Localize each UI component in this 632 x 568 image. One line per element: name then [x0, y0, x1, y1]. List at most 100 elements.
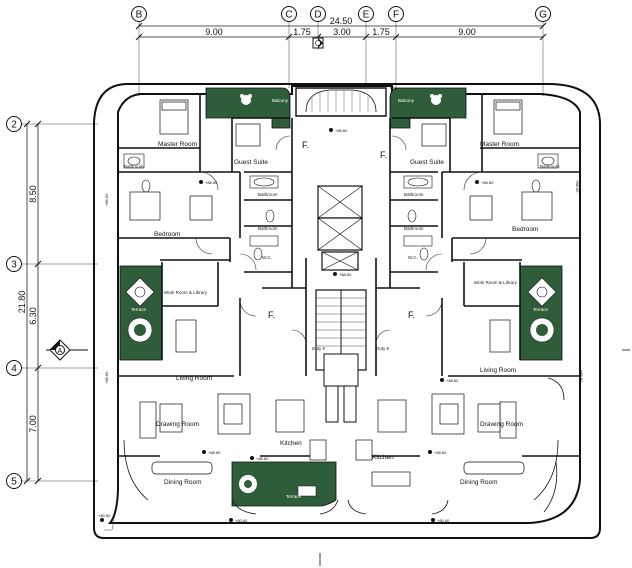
- dimension-3-4: 6.30: [28, 307, 38, 325]
- grid-bubble-d: D: [310, 6, 326, 22]
- living-room-right-label: Living Room: [480, 367, 516, 374]
- duty-left-label: Duty K: [312, 346, 326, 351]
- bathroom-1-label: Bathroom: [124, 164, 144, 169]
- svg-text:4: 4: [11, 364, 17, 375]
- guest-suite-left-label: Guest Suite: [234, 159, 268, 166]
- grid-axes-top: B C D E F G: [131, 6, 551, 96]
- svg-text:+88.60: +88.60: [575, 180, 580, 193]
- svg-text:+80.60: +80.60: [235, 518, 248, 523]
- duty-right-label: Duty K: [376, 346, 390, 351]
- living-room-left-label: Living Room: [176, 375, 212, 382]
- bedroom-right-label: Bedroom: [512, 226, 538, 233]
- grid-bubble-3: 3: [6, 256, 22, 272]
- grid-bubble-4: 4: [6, 360, 22, 376]
- grid-bubble-g: G: [535, 6, 551, 22]
- drawing-room-right-label: Drawing Room: [480, 421, 523, 428]
- svg-text:+80.60: +80.60: [98, 513, 111, 518]
- bathroom-5-label: Bathroom: [258, 226, 278, 231]
- grid-bubble-c: C: [281, 6, 297, 22]
- dining-room-right-label: Dining Room: [460, 479, 498, 486]
- svg-text:A: A: [58, 348, 63, 355]
- svg-text:+88.60: +88.60: [208, 450, 221, 455]
- top-stair: [295, 87, 387, 117]
- svg-text:3: 3: [11, 260, 17, 271]
- dimension-d-e: 3.00: [333, 27, 351, 37]
- bedroom-left-label: Bedroom: [154, 231, 180, 238]
- bathroom-fixtures: [123, 153, 559, 261]
- dining-room-left-label: Dining Room: [164, 479, 202, 486]
- terrace-left-furniture: [125, 277, 155, 343]
- kitchen-left-label: Kitchen: [280, 440, 302, 447]
- svg-text:5: 5: [11, 477, 17, 488]
- lift-shafts: [317, 185, 363, 271]
- left-wing-walls: [118, 94, 326, 457]
- svg-text:2: 2: [11, 120, 17, 131]
- terrace-bottom-label: Terrace: [286, 494, 302, 499]
- dimension-c-d: 1.75: [293, 27, 311, 37]
- north-marker-top: [312, 37, 324, 49]
- beds: [129, 99, 553, 221]
- svg-text:F.: F.: [408, 310, 415, 320]
- overall-depth-dimension: 21.80: [17, 291, 27, 314]
- dimension-e-f: 1.75: [372, 27, 390, 37]
- slab-corner-sw: [104, 519, 115, 531]
- balcony-right-label: Balcony: [398, 98, 415, 103]
- top-dimensions: 24.50 9.00 1.75 3.00 1.75 9.00: [135, 16, 547, 41]
- foyer-labels: F. F. F. F.: [268, 140, 415, 320]
- building-outline: [107, 85, 581, 524]
- svg-text:+88.60: +88.60: [104, 371, 109, 384]
- svg-text:+88.60: +88.60: [579, 370, 584, 383]
- outer-slab-outline: [93, 83, 601, 539]
- svg-text:D: D: [314, 10, 321, 21]
- svg-text:+88.60: +88.60: [446, 378, 459, 383]
- wc-right-label: W.C.: [408, 255, 418, 260]
- section-marker-left: A: [46, 339, 88, 361]
- terrace-right-furniture: [527, 277, 557, 343]
- drawing-room-left-label: Drawing Room: [156, 421, 199, 428]
- grid-axes-left: 2 3 4 5: [6, 116, 98, 489]
- wc-left-label: W.C.: [262, 255, 272, 260]
- svg-text:F.: F.: [268, 310, 275, 320]
- bathroom-6-label: Bathroom: [404, 226, 424, 231]
- svg-text:F.: F.: [302, 140, 309, 150]
- dimension-b-c: 9.00: [205, 27, 223, 37]
- grid-bubble-e: E: [358, 6, 374, 22]
- svg-text:+88.60: +88.60: [256, 456, 269, 461]
- work-room-right-label: Work Room & Library: [474, 280, 518, 285]
- svg-text:+88.60: +88.60: [339, 272, 352, 277]
- terrace-left-label: Terrace: [131, 307, 147, 312]
- master-room-left-label: Master Room: [158, 141, 197, 148]
- svg-text:G: G: [539, 10, 547, 21]
- svg-text:B: B: [136, 10, 143, 21]
- balcony-left-label: Balcony: [272, 98, 289, 103]
- svg-text:+80.40: +80.40: [437, 518, 450, 523]
- svg-text:+88.60: +88.60: [335, 128, 348, 133]
- main-stair: [315, 289, 367, 423]
- overall-width-dimension: 24.50: [330, 16, 353, 26]
- grid-bubble-b: B: [131, 6, 147, 22]
- sofas-and-tables: [139, 319, 525, 487]
- bathroom-3-label: Bathroom: [258, 192, 278, 197]
- svg-text:+88.60: +88.60: [481, 180, 494, 185]
- small-room-labels: Work Room & Library Work Room & Library …: [124, 164, 560, 351]
- guest-suite-right-label: Guest Suite: [410, 159, 444, 166]
- kitchen-right-label: Kitchen: [372, 454, 394, 461]
- dimension-2-3: 8.50: [28, 185, 38, 203]
- svg-text:+88.60: +88.60: [104, 193, 109, 206]
- svg-text:+88.60: +88.60: [205, 180, 218, 185]
- curved-windows: [123, 377, 565, 515]
- level-marks: +88.60 +88.60 +88.60 +88.60 +88.60 +88.6…: [98, 128, 584, 523]
- grid-bubble-f: F: [388, 6, 404, 22]
- balcony-right: [389, 87, 467, 129]
- right-wing-walls: [356, 94, 580, 457]
- svg-text:C: C: [285, 10, 292, 21]
- bathroom-4-label: Bathroom: [404, 192, 424, 197]
- svg-text:F.: F.: [380, 150, 387, 160]
- door-swings: [195, 135, 487, 345]
- terrace-bottom-plants: [239, 475, 317, 497]
- left-dimensions: 21.80 8.50 6.30 7.00: [17, 120, 42, 485]
- dimension-f-g: 9.00: [458, 27, 476, 37]
- dimension-4-5: 7.00: [28, 415, 38, 433]
- svg-text:+88.60: +88.60: [434, 450, 447, 455]
- grid-bubble-5: 5: [6, 473, 22, 489]
